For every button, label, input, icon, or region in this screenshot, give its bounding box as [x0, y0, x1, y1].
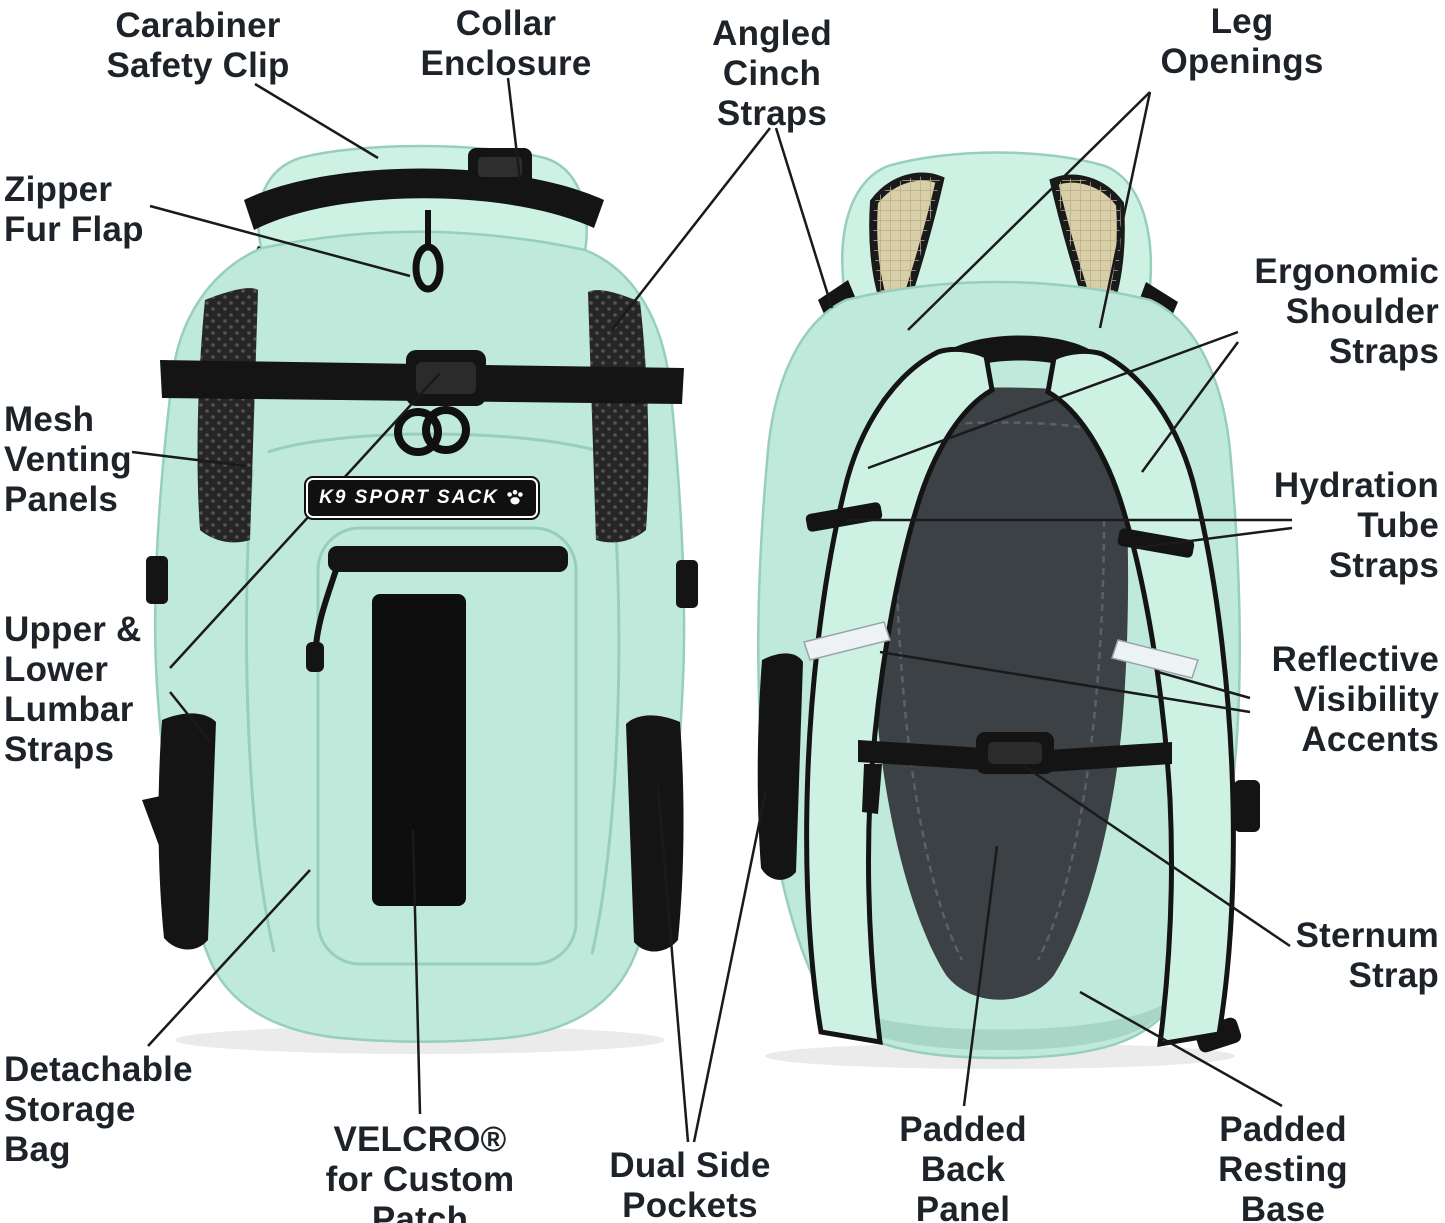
leader-velcro	[411, 829, 422, 1115]
shoulder-strap-right	[1045, 348, 1236, 1048]
side-tab-back-right	[1234, 780, 1260, 832]
label-carabiner-safety-clip: Carabiner Safety Clip	[106, 6, 290, 85]
leader-mesh	[131, 450, 247, 468]
leader-reflective-1	[1157, 670, 1251, 700]
sternum-strap-left	[858, 740, 984, 770]
leader-sternum	[1023, 764, 1291, 948]
leader-lines	[131, 77, 1293, 1143]
reflective-accent-right	[1111, 639, 1199, 679]
leader-pockets-2	[692, 789, 768, 1143]
label-upper-lower-lumbar-straps: Upper & Lower Lumbar Straps	[4, 610, 142, 769]
label-mesh-venting-panels: Mesh Venting Panels	[4, 400, 132, 519]
label-hydration-tube-straps: Hydration Tube Straps	[1273, 466, 1439, 585]
paw-icon	[507, 489, 523, 505]
side-pocket-front-left	[158, 713, 216, 950]
panel-stitch-right	[1036, 519, 1106, 961]
brand-logo-text: K9 SPORT SACK	[319, 487, 499, 508]
front-seam-right	[590, 471, 621, 955]
zipper-pull	[306, 642, 324, 672]
reflective-accent-left	[803, 621, 891, 661]
sternum-strap-tail	[862, 764, 882, 814]
leader-hydration-2	[1134, 526, 1293, 550]
label-padded-back-panel: Padded Back Panel	[899, 1110, 1027, 1223]
label-zipper-fur-flap: Zipper Fur Flap	[4, 170, 144, 249]
back-bag	[756, 151, 1260, 1069]
lumbar-strap-lower	[142, 794, 202, 886]
label-velcro-custom-patch: VELCRO® for Custom Patch	[325, 1120, 515, 1223]
leader-shoulder-2	[1140, 341, 1240, 473]
label-detachable-storage-bag: Detachable Storage Bag	[4, 1050, 193, 1169]
zipper-pull-cord	[313, 569, 339, 647]
sternum-buckle-detail	[988, 742, 1042, 764]
leader-lumbar-2	[169, 691, 211, 743]
leader-cinch-1	[611, 127, 771, 331]
label-angled-cinch-straps: Angled Cinch Straps	[712, 14, 832, 133]
chest-buckle-detail	[416, 362, 476, 394]
leader-leg-2	[1098, 91, 1152, 329]
carabiner-clip	[412, 243, 444, 293]
top-buckle-detail	[478, 157, 522, 177]
padded-back-panel	[871, 387, 1129, 1000]
leader-lumbar-1	[169, 372, 441, 669]
front-zipper	[328, 546, 568, 572]
label-sternum-strap: Sternum Strap	[1295, 916, 1439, 995]
leg-opening-right-mesh	[1054, 178, 1121, 326]
brand-logo-patch: K9 SPORT SACK	[304, 476, 540, 520]
sternum-strap-right	[1048, 742, 1172, 772]
velcro-patch-strip	[372, 594, 466, 906]
leader-shoulder-1	[867, 330, 1239, 470]
label-leg-openings: Leg Openings	[1160, 2, 1324, 81]
leader-backpanel	[962, 845, 999, 1107]
front-seam-left	[245, 469, 276, 953]
top-handle	[946, 335, 1094, 374]
o-ring-right	[422, 406, 470, 454]
resting-base	[828, 998, 1172, 1050]
leader-restbase	[1079, 990, 1283, 1108]
mesh-panel-left-dots	[197, 288, 258, 543]
front-bag	[142, 144, 698, 1054]
leader-carabiner	[254, 82, 379, 160]
side-pocket-front-right	[626, 715, 684, 952]
label-dual-side-pockets: Dual Side Pockets	[609, 1146, 771, 1223]
lumbar-strap-upper-tab	[146, 556, 168, 604]
side-pocket-back-left	[757, 653, 803, 880]
leader-collar	[506, 77, 522, 181]
leg-opening-left-mesh	[873, 176, 940, 324]
leader-leg-1	[907, 91, 1151, 331]
lumbar-strap-upper-tab-right	[676, 560, 698, 608]
o-ring-left	[394, 408, 442, 456]
leader-zipper	[149, 204, 411, 278]
mesh-panel-right-dots	[588, 290, 649, 543]
hydration-strap-left	[805, 502, 883, 532]
front-seam-top	[267, 432, 603, 454]
leader-reflective-2	[879, 650, 1251, 714]
front-pocket-seam	[316, 526, 578, 966]
label-reflective-visibility-accents: Reflective Visibility Accents	[1271, 640, 1439, 759]
label-collar-enclosure: Collar Enclosure	[420, 4, 592, 83]
label-ergonomic-shoulder-straps: Ergonomic Shoulder Straps	[1254, 252, 1439, 371]
leader-cinch-2	[774, 127, 834, 309]
leader-pockets-1	[656, 785, 690, 1143]
leader-storage	[147, 869, 311, 1047]
hydration-strap-right	[1117, 528, 1195, 558]
label-padded-resting-base: Padded Resting Base	[1218, 1110, 1348, 1223]
